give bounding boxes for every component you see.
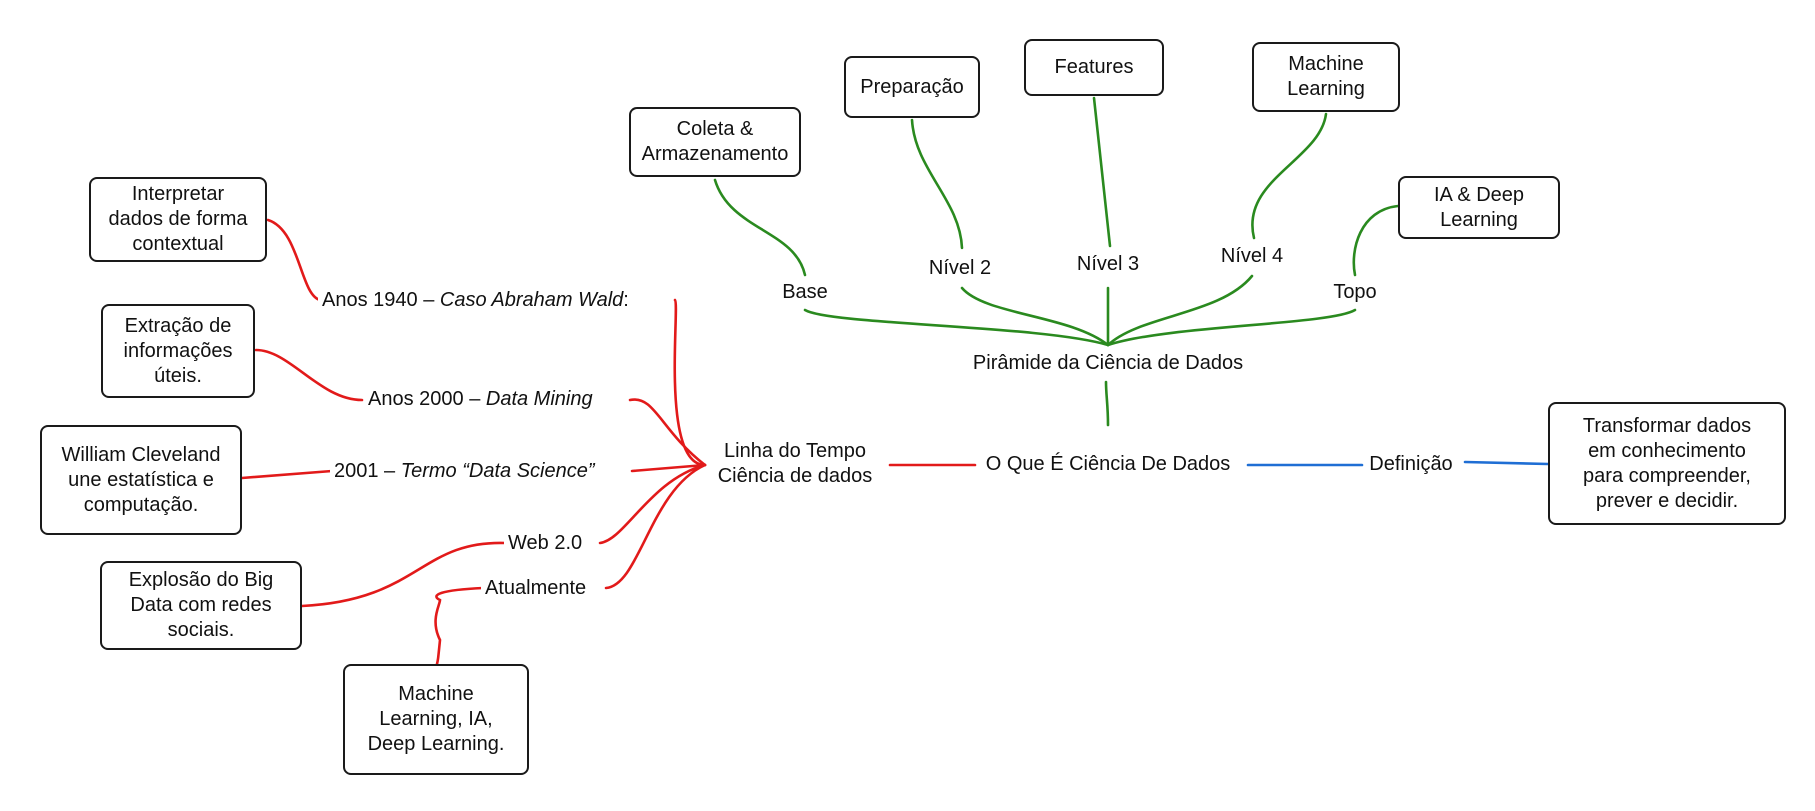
- pyramid-topic[interactable]: Pirâmide da Ciência de Dados: [968, 351, 1248, 375]
- pyramid-connector-9: [1251, 112, 1328, 240]
- pyramid-connector-10: [1352, 204, 1400, 277]
- timeline-item-2001[interactable]: 2001 – Termo “Data Science”: [330, 459, 599, 483]
- pyramid-level-3-box[interactable]: Features: [1024, 39, 1164, 96]
- timeline-connector-5: [604, 463, 707, 590]
- pyramid-level-2-label[interactable]: Nível 2: [924, 256, 996, 280]
- timeline-1940-box[interactable]: Interpretar dados de forma contextual: [89, 177, 267, 262]
- pyramid-level-base-label[interactable]: Base: [778, 280, 832, 304]
- pyramid-top-box[interactable]: IA & Deep Learning: [1398, 176, 1560, 239]
- timeline-web20-box[interactable]: Explosão do Big Data com redes sociais.: [100, 561, 302, 650]
- timeline-connector-10: [434, 586, 485, 666]
- timeline-connector-3: [630, 463, 707, 473]
- timeline-item-2000[interactable]: Anos 2000 – Data Mining: [364, 387, 597, 411]
- pyramid-level-top-label[interactable]: Topo: [1329, 280, 1381, 304]
- definition-box[interactable]: Transformar dados em conhecimento para c…: [1548, 402, 1786, 525]
- timeline-topic[interactable]: Linha do Tempo Ciência de dados: [713, 439, 877, 489]
- pyramid-connector-5: [1106, 308, 1357, 347]
- timeline-connector-8: [240, 469, 334, 480]
- root-topic[interactable]: O Que É Ciência De Dados: [981, 452, 1235, 476]
- pyramid-connector-0: [1104, 380, 1110, 427]
- timeline-connector-4: [598, 463, 707, 545]
- timeline-atualmente-box[interactable]: Machine Learning, IA, Deep Learning.: [343, 664, 529, 775]
- pyramid-connector-4: [1106, 274, 1254, 347]
- timeline-connector-9: [300, 541, 508, 608]
- pyramid-connector-7: [910, 118, 964, 250]
- definition-topic[interactable]: Definição: [1365, 452, 1457, 476]
- timeline-connector-2: [628, 398, 707, 467]
- pyramid-level-4-box[interactable]: Machine Learning: [1252, 42, 1400, 112]
- timeline-2001-box[interactable]: William Cleveland une estatística e comp…: [40, 425, 242, 535]
- pyramid-level-3-label[interactable]: Nível 3: [1072, 252, 1144, 276]
- definition-connector-1: [1463, 460, 1550, 466]
- pyramid-level-2-box[interactable]: Preparação: [844, 56, 980, 118]
- timeline-connector-7: [254, 348, 364, 402]
- pyramid-connector-1: [803, 308, 1110, 347]
- timeline-connector-6: [266, 218, 322, 302]
- pyramid-connector-2: [960, 286, 1110, 347]
- pyramid-connector-6: [713, 178, 807, 277]
- pyramid-base-box[interactable]: Coleta & Armazenamento: [629, 107, 801, 177]
- timeline-2000-box[interactable]: Extração de informações úteis.: [101, 304, 255, 398]
- timeline-connector-1: [673, 298, 707, 467]
- timeline-item-atualmente[interactable]: Atualmente: [481, 576, 591, 600]
- timeline-item-1940[interactable]: Anos 1940 – Caso Abraham Wald:: [318, 288, 633, 312]
- pyramid-level-4-label[interactable]: Nível 4: [1216, 244, 1288, 268]
- timeline-item-web20[interactable]: Web 2.0: [504, 531, 587, 555]
- pyramid-connector-8: [1092, 96, 1112, 248]
